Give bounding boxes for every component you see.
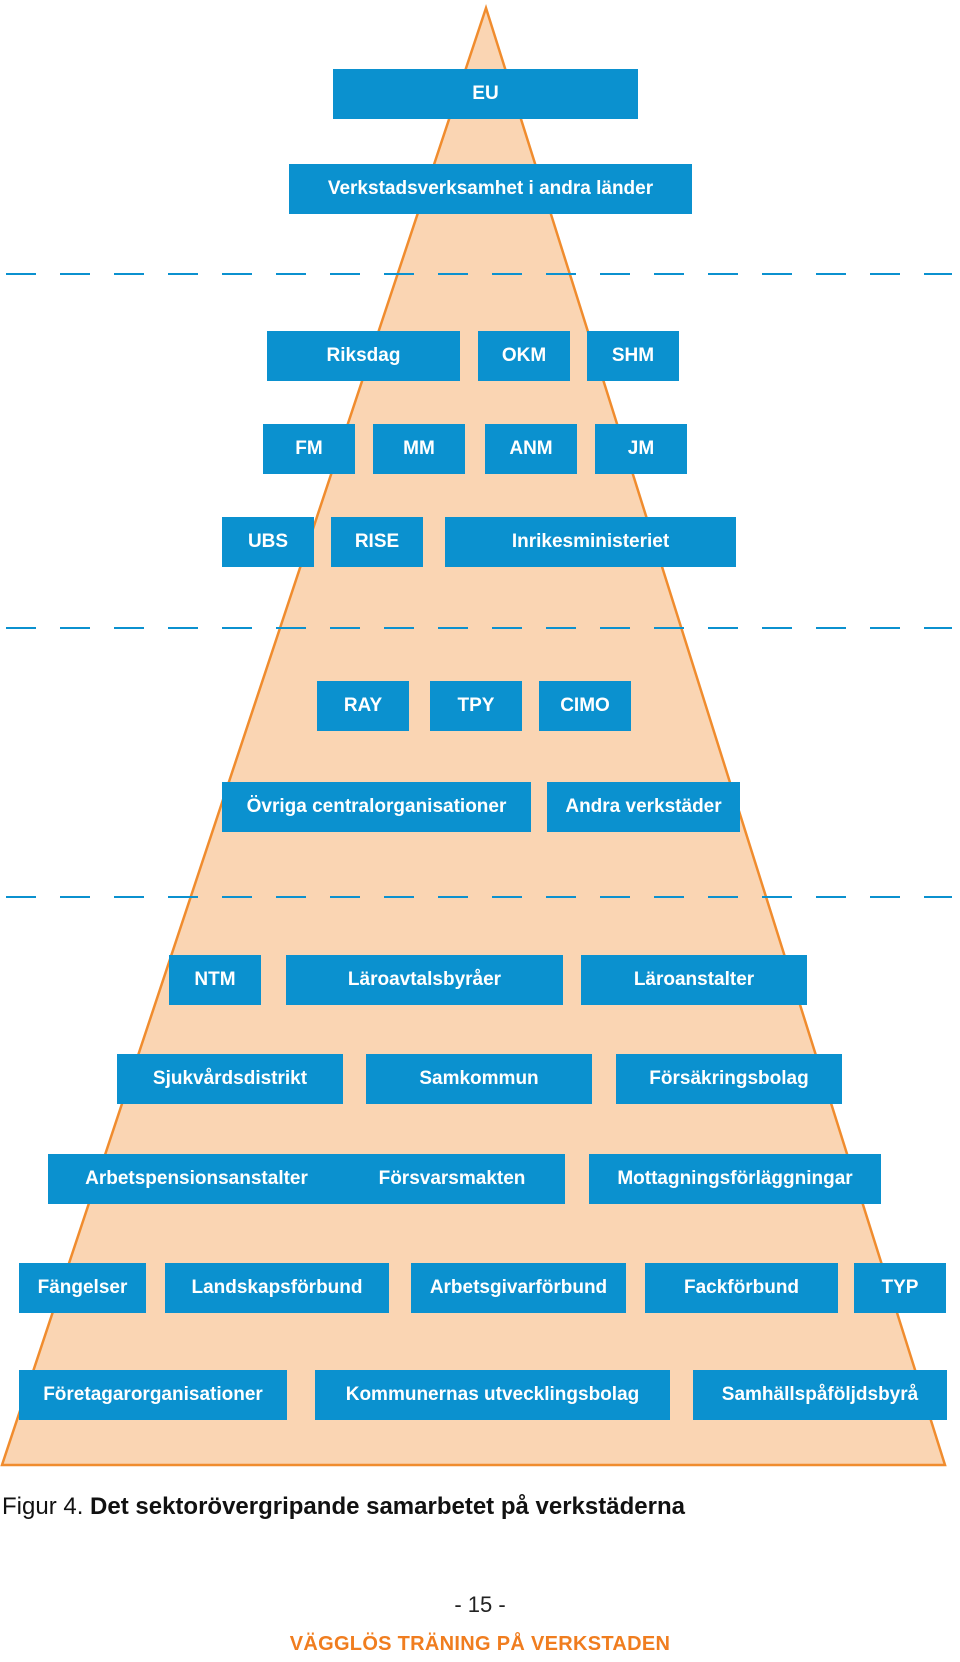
org-box: SHM xyxy=(587,331,679,381)
org-box: JM xyxy=(595,424,687,474)
org-box: Verkstadsverksamhet i andra länder xyxy=(289,164,692,214)
org-box: Samkommun xyxy=(366,1054,592,1104)
footer-title: VÄGGLÖS TRÄNING PÅ VERKSTADEN xyxy=(289,1633,671,1655)
org-box: Riksdag xyxy=(267,331,460,381)
figure-caption: Figur 4. Det sektorövergripande samarbet… xyxy=(2,1493,685,1521)
org-box: Företagarorganisationer xyxy=(19,1370,287,1420)
org-box: FM xyxy=(263,424,355,474)
org-box: Läroanstalter xyxy=(581,955,807,1005)
org-box: Fängelser xyxy=(19,1263,146,1313)
org-box: Landskapsförbund xyxy=(165,1263,389,1313)
org-box: CIMO xyxy=(539,681,631,731)
org-box: ANM xyxy=(485,424,577,474)
org-box: Inrikesministeriet xyxy=(445,517,736,567)
pyramid-triangle xyxy=(0,3,947,1467)
pyramid-diagram xyxy=(0,3,952,1467)
org-box: MM xyxy=(373,424,465,474)
org-box: EU xyxy=(333,69,638,119)
org-box: TYP xyxy=(854,1263,946,1313)
org-box: Övriga centralorganisationer xyxy=(222,782,531,832)
org-box: RAY xyxy=(317,681,409,731)
org-box: Samhällspåföljdsbyrå xyxy=(693,1370,947,1420)
org-box: Sjukvårdsdistrikt xyxy=(117,1054,343,1104)
caption-text: Det sektorövergripande samarbetet på ver… xyxy=(90,1493,685,1520)
org-box: RISE xyxy=(331,517,423,567)
org-box: Försvarsmakten xyxy=(339,1154,565,1204)
caption-label: Figur 4. xyxy=(2,1493,91,1520)
org-box: Fackförbund xyxy=(645,1263,838,1313)
org-box: Arbetspensionsanstalter xyxy=(48,1154,345,1204)
org-box: Arbetsgivarförbund xyxy=(411,1263,626,1313)
org-box: Försäkringsbolag xyxy=(616,1054,842,1104)
org-box: TPY xyxy=(430,681,522,731)
org-box: Läroavtalsbyråer xyxy=(286,955,563,1005)
org-box: Kommunernas utvecklingsbolag xyxy=(315,1370,670,1420)
org-box: Andra verkstäder xyxy=(547,782,740,832)
org-box: NTM xyxy=(169,955,261,1005)
org-box: Mottagningsförläggningar xyxy=(589,1154,881,1204)
page-number: - 15 - xyxy=(454,1592,506,1617)
org-box: OKM xyxy=(478,331,570,381)
org-box: UBS xyxy=(222,517,314,567)
